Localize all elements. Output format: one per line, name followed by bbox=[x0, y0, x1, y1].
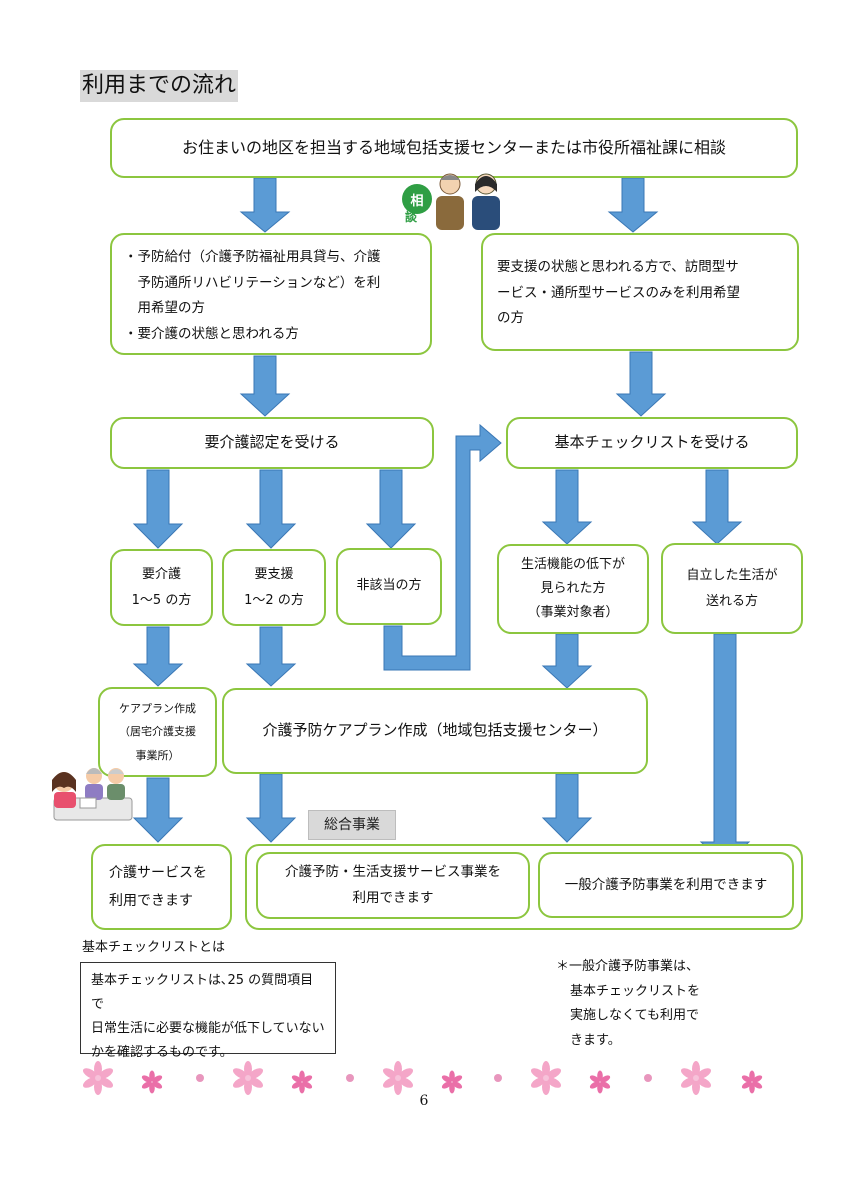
yoshien-service-line: ービス・通所型サービスのみを利用希望 bbox=[497, 284, 740, 301]
consultation-people-icon bbox=[436, 173, 500, 230]
dot-icon bbox=[196, 1074, 204, 1082]
yoshien-range: 1～2 の方 bbox=[244, 592, 304, 608]
kaigo-service-line: 介護サービスを bbox=[109, 865, 207, 881]
page-number: 6 bbox=[419, 1093, 429, 1109]
flower-icon bbox=[588, 1070, 612, 1094]
arrow-down bbox=[132, 469, 184, 549]
arrow-down bbox=[607, 177, 659, 233]
arrow-down bbox=[245, 773, 297, 843]
flower-icon bbox=[81, 1061, 115, 1095]
consult-badge-icon: 相 bbox=[402, 184, 432, 214]
arrow-down bbox=[541, 633, 593, 689]
flower-icon bbox=[740, 1070, 764, 1094]
yobo-kyufu-line: 予防通所リハビリテーションなど）を利 bbox=[124, 274, 381, 291]
kaigo-service-box: 介護サービスを 利用できます bbox=[91, 844, 232, 930]
dot-icon bbox=[644, 1074, 652, 1082]
flower-icon bbox=[290, 1070, 314, 1094]
flower-icon bbox=[381, 1061, 415, 1095]
page-title: 利用までの流れ bbox=[80, 70, 238, 102]
yobo-seikatsu-service-box: 介護予防・生活支援サービス事業を 利用できます bbox=[256, 852, 530, 919]
careplan-line: （居宅介護支援 bbox=[119, 725, 196, 739]
checklist-note-title: 基本チェックリストとは bbox=[82, 940, 226, 955]
flower-icon bbox=[440, 1070, 464, 1094]
yobo-kyufu-line: 用希望の方 bbox=[124, 300, 205, 317]
yobo-careplan-box: 介護予防ケアプラン作成（地域包括支援センター） bbox=[222, 688, 648, 774]
yobo-seikatsu-line: 介護予防・生活支援サービス事業を bbox=[285, 863, 501, 880]
yobo-kyufu-box: ・予防給付（介護予防福祉用具貸与、介護 予防通所リハビリテーションなど）を利 用… bbox=[110, 233, 432, 355]
careplan-line: ケアプラン作成 bbox=[119, 702, 196, 716]
consult-box-text: お住まいの地区を担当する地域包括支援センターまたは市役所福祉課に相談 bbox=[181, 138, 726, 158]
checklist-note-line: 日常生活に必要な機能が低下していない bbox=[91, 1021, 325, 1037]
yoshien-service-line: 要支援の状態と思われる方で、訪問型サ bbox=[497, 259, 739, 275]
checklist-note-box: 基本チェックリストは､25 の質問項目で 日常生活に必要な機能が低下していない … bbox=[80, 962, 336, 1060]
careplan-line: 事業所） bbox=[135, 748, 180, 762]
seikatsu-kino-line: 生活機能の低下が bbox=[520, 556, 625, 572]
yobo-seikatsu-line: 利用できます bbox=[352, 889, 434, 906]
yoshien-box: 要支援 1～2 の方 bbox=[222, 549, 326, 626]
yokaigo-label: 要介護 bbox=[141, 566, 181, 582]
checklist-box-text: 基本チェックリストを受ける bbox=[554, 433, 750, 452]
arrow-down bbox=[245, 626, 297, 687]
dot-icon bbox=[346, 1074, 354, 1082]
flower-icon bbox=[140, 1070, 164, 1094]
consult-badge-sub: 談 bbox=[405, 210, 418, 224]
dot-icon bbox=[494, 1074, 502, 1082]
arrow-down bbox=[691, 469, 743, 545]
arrow-down bbox=[132, 626, 184, 687]
jiritsu-line: 送れる方 bbox=[705, 593, 758, 609]
higaito-box: 非該当の方 bbox=[336, 548, 442, 625]
care-meeting-icon bbox=[52, 768, 133, 821]
flower-icon bbox=[679, 1061, 713, 1095]
yobo-kyufu-line: ・要介護の状態と思われる方 bbox=[124, 325, 299, 342]
jiritsu-box: 自立した生活が 送れる方 bbox=[661, 543, 803, 634]
elbow-connector-arrow bbox=[383, 423, 502, 671]
jiritsu-line: 自立した生活が bbox=[686, 567, 778, 583]
arrow-down bbox=[541, 469, 593, 545]
yokaigo-box: 要介護 1～5 の方 bbox=[110, 549, 213, 626]
nintei-box-text: 要介護認定を受ける bbox=[204, 433, 340, 452]
ippan-footnote-line: 実施しなくても利用で bbox=[570, 1008, 699, 1024]
yobo-careplan-text: 介護予防ケアプラン作成（地域包括支援センター） bbox=[262, 721, 608, 740]
higaito-text: 非該当の方 bbox=[356, 578, 422, 594]
yokaigo-range: 1～5 の方 bbox=[131, 592, 192, 608]
yoshien-service-box: 要支援の状態と思われる方で、訪問型サ ービス・通所型サービスのみを利用希望 の方 bbox=[481, 233, 799, 351]
arrow-down bbox=[239, 177, 291, 233]
arrow-down bbox=[541, 773, 593, 843]
yoshien-label: 要支援 bbox=[254, 566, 294, 582]
ippan-footnote: ＊一般介護予防事業は、 基本チェックリストを 実施しなくても利用で きます。 bbox=[556, 955, 700, 1054]
seikatsu-kino-box: 生活機能の低下が 見られた方 （事業対象者） bbox=[497, 544, 649, 634]
careplan-box: ケアプラン作成 （居宅介護支援 事業所） bbox=[98, 687, 217, 777]
ippan-yobo-box: 一般介護予防事業を利用できます bbox=[538, 852, 794, 918]
ippan-yobo-text: 一般介護予防事業を利用できます bbox=[564, 876, 768, 893]
nintei-box: 要介護認定を受ける bbox=[110, 417, 434, 469]
yoshien-service-line: の方 bbox=[497, 310, 524, 327]
flower-icon bbox=[529, 1061, 563, 1095]
ippan-footnote-line: ＊一般介護予防事業は、 bbox=[556, 959, 700, 974]
yobo-kyufu-line: ・予防給付（介護予防福祉用具貸与、介護 bbox=[124, 249, 381, 265]
arrow-down bbox=[365, 469, 417, 549]
arrow-down bbox=[245, 469, 297, 549]
consult-box: お住まいの地区を担当する地域包括支援センターまたは市役所福祉課に相談 bbox=[110, 118, 798, 178]
ippan-footnote-line: 基本チェックリストを bbox=[570, 983, 701, 999]
arrow-down bbox=[132, 777, 184, 843]
kaigo-service-line: 利用できます bbox=[109, 893, 193, 909]
checklist-note-line: かを確認するものです。 bbox=[91, 1045, 233, 1061]
seikatsu-kino-line: 見られた方 bbox=[540, 580, 606, 596]
flower-border bbox=[81, 1061, 764, 1095]
ippan-footnote-line: きます。 bbox=[570, 1033, 621, 1049]
arrow-down bbox=[615, 351, 667, 417]
arrow-down bbox=[239, 355, 291, 417]
arrow-down bbox=[699, 633, 751, 865]
consult-badge-char: 相 bbox=[410, 193, 424, 209]
flower-icon bbox=[231, 1061, 265, 1095]
checklist-box: 基本チェックリストを受ける bbox=[506, 417, 798, 469]
seikatsu-kino-line: （事業対象者） bbox=[527, 605, 619, 621]
checklist-note-line: 基本チェックリストは､25 の質問項目で bbox=[91, 973, 314, 1013]
sogo-jigyo-label: 総合事業 bbox=[308, 810, 396, 840]
